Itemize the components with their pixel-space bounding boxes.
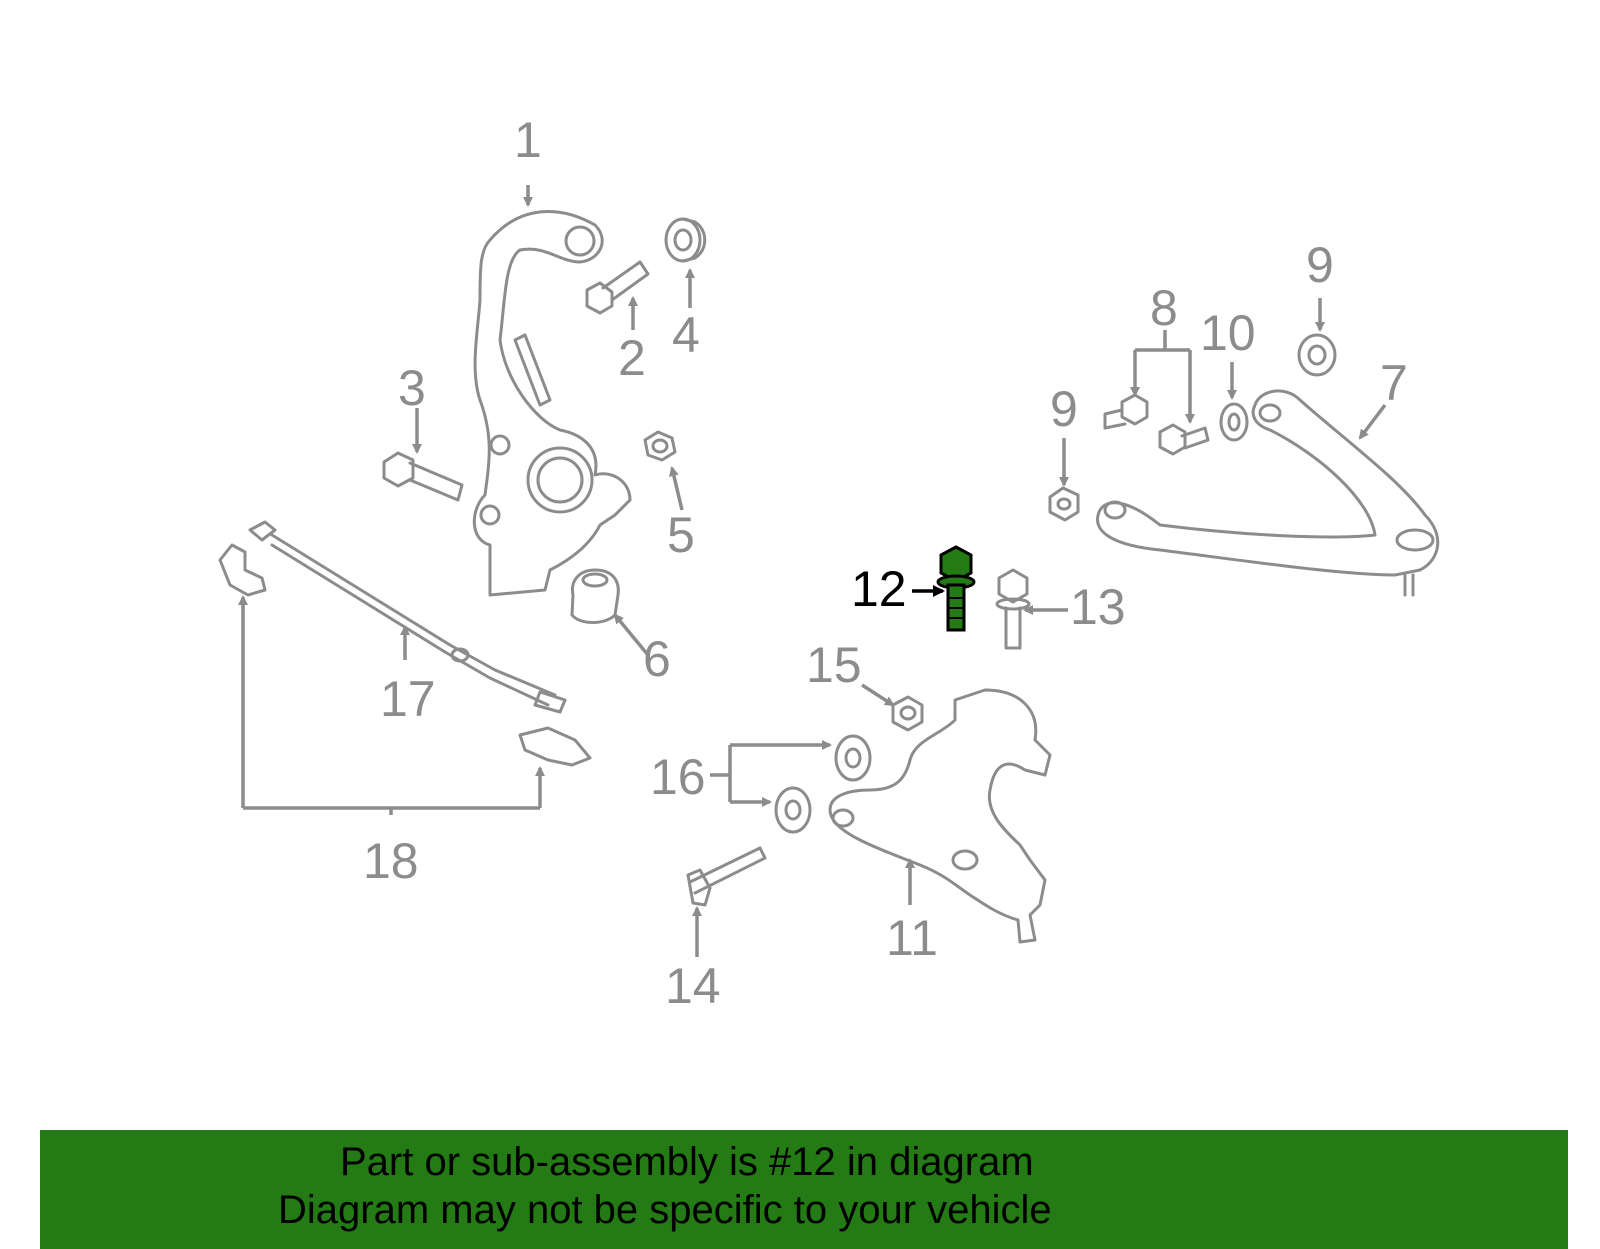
nut-15	[891, 695, 924, 732]
callout-arrow-7	[1358, 403, 1387, 440]
callout-18: 18	[363, 833, 419, 889]
sensor-bracket-right	[518, 726, 592, 767]
parts-diagram: 1 2 3 4 5 6 7 8 9 9 10 11 12 13 14 15 16…	[218, 112, 1440, 1014]
callout-5: 5	[667, 507, 695, 563]
bolt-2	[585, 260, 650, 315]
washer-10	[1219, 402, 1249, 442]
callout-arrow-15	[861, 683, 895, 707]
upper-control-arm	[1096, 389, 1440, 597]
lower-control-arm	[828, 688, 1052, 944]
callout-3: 3	[398, 360, 426, 416]
bolt-3	[382, 451, 464, 502]
callout-arrow-5	[668, 466, 684, 511]
sensor-bracket-left	[218, 543, 267, 597]
callout-12: 12	[851, 561, 907, 617]
callout-17: 17	[380, 671, 436, 727]
callout-14: 14	[665, 958, 721, 1014]
notice-banner: Part or sub-assembly is #12 in diagram D…	[40, 1130, 1568, 1249]
bolt-12-highlighted	[936, 545, 976, 632]
callout-8: 8	[1150, 280, 1178, 336]
banner-part-notice: Part or sub-assembly is #12 in diagram	[340, 1140, 1034, 1184]
bolts-8	[1103, 393, 1210, 456]
washer-16-lower	[774, 786, 812, 834]
callout-9-left: 9	[1050, 381, 1078, 437]
callout-13: 13	[1070, 579, 1126, 635]
nut-5	[643, 430, 677, 462]
callout-9-top: 9	[1306, 237, 1334, 293]
callout-arrow-6	[613, 613, 650, 657]
nut-9-left	[1048, 486, 1080, 522]
callout-1: 1	[514, 112, 542, 168]
callout-15: 15	[806, 637, 862, 693]
callout-16: 16	[650, 749, 706, 805]
abs-sensor-wire	[248, 520, 567, 714]
callout-bracket-8	[1135, 330, 1190, 352]
callout-10: 10	[1200, 305, 1256, 361]
nut-9-top	[1297, 333, 1337, 377]
boot-6	[570, 568, 620, 624]
callout-bracket-16	[710, 745, 732, 802]
bolt-13	[995, 568, 1031, 650]
callout-6: 6	[643, 631, 671, 687]
callout-7: 7	[1380, 355, 1408, 411]
steering-knuckle	[472, 210, 632, 597]
callout-2: 2	[618, 330, 646, 386]
pin-14	[686, 846, 767, 907]
bushing-4	[664, 217, 707, 263]
callout-11: 11	[886, 910, 938, 966]
callout-4: 4	[672, 307, 700, 363]
washer-16-upper	[834, 734, 872, 782]
banner-disclaimer: Diagram may not be specific to your vehi…	[278, 1188, 1052, 1232]
